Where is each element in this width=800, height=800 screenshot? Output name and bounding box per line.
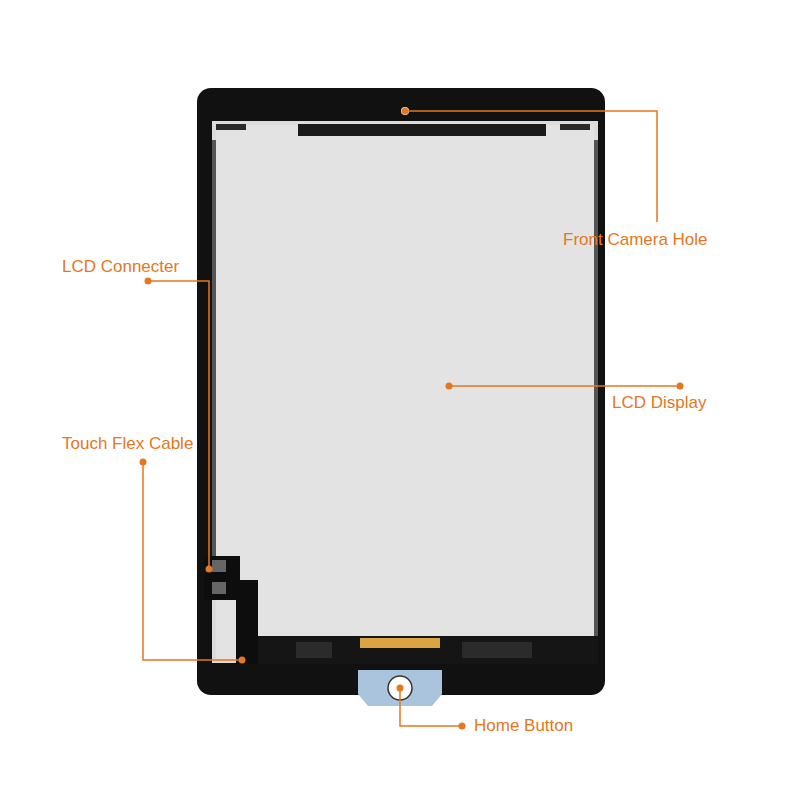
callout-label: Home Button <box>474 716 573 736</box>
leader-dot <box>140 459 147 466</box>
leader-line <box>400 688 462 726</box>
callout-label: LCD Display <box>612 393 706 413</box>
callout-label: Front Camera Hole <box>563 230 708 250</box>
flex-cable <box>204 556 258 664</box>
leader-dot <box>397 685 404 692</box>
leader-dot <box>145 278 152 285</box>
lcd-surface <box>216 125 594 659</box>
leader-line <box>449 385 680 387</box>
top-tab <box>216 124 246 130</box>
leader-dots <box>140 108 684 730</box>
top-bar <box>298 124 546 136</box>
side-rail <box>594 140 598 640</box>
leader-lines <box>143 111 680 726</box>
leader-line <box>405 111 657 222</box>
leader-dot <box>446 383 453 390</box>
camera-hole <box>401 107 409 115</box>
leader-line <box>143 462 242 660</box>
chip <box>296 642 332 658</box>
leader-dot <box>459 723 466 730</box>
callout-label: LCD Connecter <box>62 257 179 277</box>
bezel <box>197 88 605 695</box>
top-tab <box>560 124 590 130</box>
chip <box>462 642 532 658</box>
side-rail <box>212 140 216 560</box>
bottom-board <box>250 636 598 664</box>
gold-contact <box>360 638 440 648</box>
callout-label: Touch Flex Cable <box>62 434 193 454</box>
lcd-panel <box>212 121 598 663</box>
flex-contact <box>212 582 226 594</box>
leader-dot <box>677 383 684 390</box>
leader-dot <box>206 566 213 573</box>
flex-contact <box>212 560 226 572</box>
leader-dot <box>239 657 246 664</box>
leader-line <box>148 281 209 569</box>
leader-dot <box>402 108 409 115</box>
